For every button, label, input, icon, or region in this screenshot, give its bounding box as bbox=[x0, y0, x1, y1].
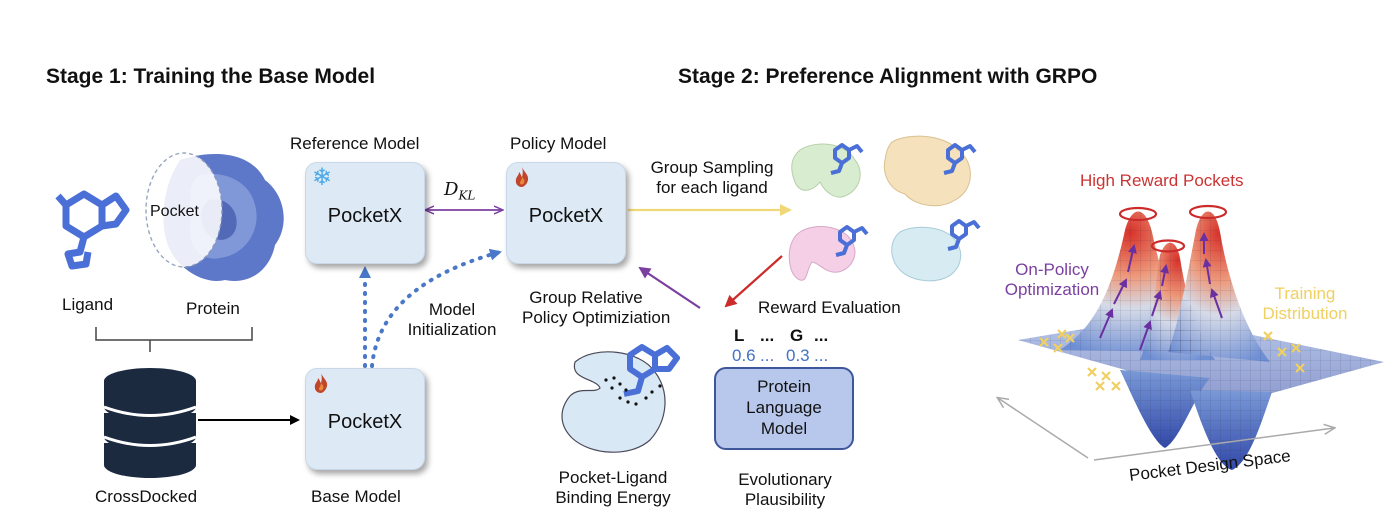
on-policy-label: On-Policy Optimization bbox=[1000, 260, 1104, 300]
token-2: ... bbox=[760, 326, 775, 345]
policy-model-name: PocketX bbox=[528, 205, 604, 227]
pocket-label: Pocket bbox=[150, 203, 199, 220]
training-line2: Distribution bbox=[1262, 304, 1348, 323]
model-init-label: Model Initialization bbox=[402, 300, 502, 340]
protein-language-model-box: Protein Language Model bbox=[714, 367, 854, 450]
token-3: G bbox=[790, 326, 804, 345]
reference-model-name: PocketX bbox=[327, 205, 403, 227]
base-model-name: PocketX bbox=[327, 411, 403, 433]
stage2-title: Stage 2: Preference Alignment with GRPO bbox=[678, 65, 1098, 88]
reference-model-caption: Reference Model bbox=[290, 134, 420, 153]
stage1-title: Stage 1: Training the Base Model bbox=[46, 65, 376, 88]
sampled-pocket-blue bbox=[891, 219, 981, 282]
base-model-caption: Base Model bbox=[311, 487, 401, 506]
dataset-bracket bbox=[95, 327, 253, 352]
model-init-line2: Initialization bbox=[407, 320, 497, 339]
binding-pocket-icon bbox=[561, 344, 680, 453]
training-line1: Training bbox=[1274, 284, 1336, 303]
ligand-molecule-icon bbox=[55, 190, 130, 270]
dataset-label: CrossDocked bbox=[95, 487, 198, 506]
reward-evaluation-label: Reward Evaluation bbox=[758, 298, 901, 317]
plm-line1: Protein bbox=[757, 377, 811, 396]
database-icon bbox=[103, 368, 197, 478]
kl-subscript: KL bbox=[458, 188, 476, 203]
init-policy-arrow bbox=[370, 248, 502, 368]
kl-symbol: D bbox=[444, 179, 459, 200]
binding-line2: Binding Energy bbox=[555, 488, 671, 507]
token-4: ... bbox=[814, 326, 829, 345]
token-1: L bbox=[734, 326, 745, 345]
plm-line2: Language bbox=[746, 398, 822, 417]
sampled-pocket-orange bbox=[883, 135, 977, 207]
snowflake-icon: ❄ bbox=[312, 164, 333, 191]
flame-icon bbox=[313, 373, 329, 393]
flame-icon bbox=[514, 167, 530, 187]
sampled-pocket-green bbox=[791, 143, 864, 198]
grpo-line1: Group Relative bbox=[529, 288, 643, 307]
on-policy-line1: On-Policy bbox=[1015, 260, 1089, 279]
token-score-3: 0.3 bbox=[786, 346, 810, 365]
grpo-label: Group Relative Policy Optimiziation bbox=[522, 288, 671, 328]
token-score-2: ... bbox=[760, 346, 775, 365]
binding-line1: Pocket-Ligand bbox=[558, 468, 668, 487]
plausibility-label: Evolutionary Plausibility bbox=[725, 470, 845, 510]
kl-label: DKL bbox=[444, 180, 475, 206]
sampled-pocket-pink bbox=[788, 225, 869, 281]
policy-model-caption: Policy Model bbox=[510, 134, 607, 153]
grpo-line2: Policy Optimiziation bbox=[522, 308, 671, 327]
token-score-1: 0.6 bbox=[732, 346, 756, 365]
reference-model-box: ❄ PocketX bbox=[305, 162, 425, 264]
plm-line3: Model bbox=[760, 419, 808, 438]
training-distribution-label: Training Distribution bbox=[1262, 284, 1348, 324]
group-sampling-label: Group Sampling for each ligand bbox=[632, 158, 792, 198]
protein-pocket-icon bbox=[145, 152, 284, 281]
sampled-pockets-group bbox=[788, 135, 981, 282]
reward-landscape-plot bbox=[998, 204, 1384, 470]
grpo-update-arrow bbox=[638, 266, 701, 309]
base-model-box: PocketX bbox=[305, 368, 425, 470]
group-sampling-line1: Group Sampling bbox=[650, 158, 774, 177]
high-reward-label: High Reward Pockets bbox=[1080, 171, 1244, 190]
model-init-line1: Model bbox=[428, 300, 476, 319]
reward-evaluation-arrow bbox=[724, 255, 783, 308]
protein-label: Protein bbox=[186, 299, 240, 318]
on-policy-line2: Optimization bbox=[1004, 280, 1100, 299]
plausibility-line2: Plausibility bbox=[744, 490, 826, 509]
token-score-4: ... bbox=[814, 346, 829, 365]
ligand-label: Ligand bbox=[62, 295, 114, 314]
group-sampling-line2: for each ligand bbox=[656, 178, 768, 197]
policy-model-box: PocketX bbox=[506, 162, 626, 264]
binding-energy-label: Pocket-Ligand Binding Energy bbox=[553, 468, 673, 508]
plausibility-line1: Evolutionary bbox=[738, 470, 832, 489]
